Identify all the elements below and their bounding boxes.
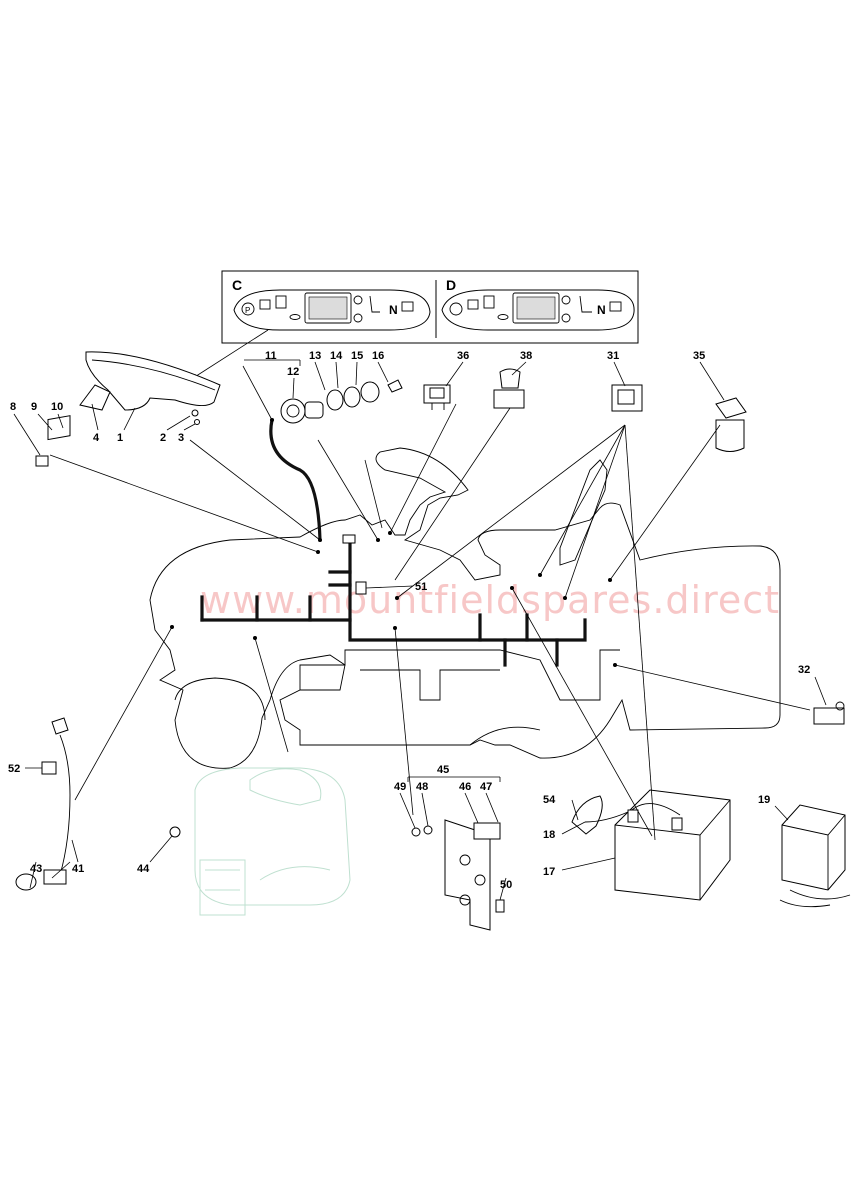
part-dashboard-cover bbox=[85, 351, 221, 411]
part-battery-cable bbox=[584, 811, 629, 823]
part-rocker-switch-36 bbox=[423, 384, 451, 410]
part-screw-2 bbox=[191, 409, 199, 417]
part-bracket bbox=[79, 384, 111, 411]
callout-36: 36 bbox=[457, 350, 469, 362]
part-battery bbox=[614, 789, 731, 901]
callout-8: 8 bbox=[10, 401, 16, 413]
callout-14: 14 bbox=[330, 350, 343, 362]
callout-10: 10 bbox=[51, 401, 63, 413]
callout-12: 12 bbox=[287, 366, 299, 378]
part-ignition-switch bbox=[280, 379, 403, 424]
svg-text:P: P bbox=[245, 306, 250, 315]
callout-41: 41 bbox=[72, 863, 84, 875]
callout-16: 16 bbox=[372, 350, 384, 362]
callout-52: 52 bbox=[8, 763, 20, 775]
callout-3: 3 bbox=[178, 432, 184, 444]
part-nut-44 bbox=[169, 826, 181, 838]
callout-9: 9 bbox=[31, 401, 37, 413]
leader-lines bbox=[49, 359, 811, 841]
wiring-harness bbox=[200, 418, 587, 667]
part-micro-switch-32 bbox=[813, 701, 845, 725]
callouts: 1 2 3 4 8 9 10 11 12 13 14 15 16 17 18 1… bbox=[8, 350, 810, 891]
callout-46: 46 bbox=[459, 781, 471, 793]
callout-32: 32 bbox=[798, 664, 810, 676]
panel-d-letter: D bbox=[446, 277, 456, 293]
callout-4: 4 bbox=[93, 432, 100, 444]
part-relay-51 bbox=[355, 581, 367, 595]
part-charger bbox=[779, 804, 851, 908]
callout-47: 47 bbox=[480, 781, 492, 793]
callout-51: 51 bbox=[415, 581, 427, 593]
callout-18: 18 bbox=[543, 829, 555, 841]
callout-11: 11 bbox=[265, 350, 277, 362]
callout-13: 13 bbox=[309, 350, 321, 362]
callout-49: 49 bbox=[394, 781, 406, 793]
part-switch-31 bbox=[611, 384, 643, 412]
part-switch-8-9-10 bbox=[35, 415, 71, 467]
panel-c-n-label: N bbox=[389, 303, 398, 317]
callout-1: 1 bbox=[117, 432, 123, 444]
callout-35: 35 bbox=[693, 350, 705, 362]
panel-c-letter: C bbox=[232, 277, 242, 293]
callout-43: 43 bbox=[30, 863, 42, 875]
callout-44: 44 bbox=[137, 863, 150, 875]
callout-38: 38 bbox=[520, 350, 532, 362]
callout-stubs bbox=[13, 361, 827, 901]
panel-d-n-label: N bbox=[597, 303, 606, 317]
dashboard-panel-c: C P N bbox=[232, 277, 431, 331]
leader-dots bbox=[170, 418, 617, 667]
callout-15: 15 bbox=[351, 350, 363, 362]
part-socket-35 bbox=[715, 397, 747, 452]
callout-2: 2 bbox=[160, 432, 166, 444]
callout-31: 31 bbox=[607, 350, 619, 362]
dashboard-panel-d: D N bbox=[441, 277, 635, 331]
callout-50: 50 bbox=[500, 879, 512, 891]
callout-17: 17 bbox=[543, 866, 555, 878]
callout-54: 54 bbox=[543, 794, 556, 806]
callout-48: 48 bbox=[416, 781, 428, 793]
callout-19: 19 bbox=[758, 794, 770, 806]
part-screw-3 bbox=[194, 419, 200, 425]
part-bracket-assembly bbox=[411, 819, 505, 931]
part-pto-knob-38 bbox=[493, 368, 525, 409]
engine-outline bbox=[194, 767, 351, 916]
watermark-text: www.mountfieldspares.direct bbox=[200, 578, 780, 622]
callout-45: 45 bbox=[437, 764, 449, 776]
part-headlamp-cable bbox=[15, 717, 71, 891]
tractor-outline bbox=[149, 447, 781, 769]
